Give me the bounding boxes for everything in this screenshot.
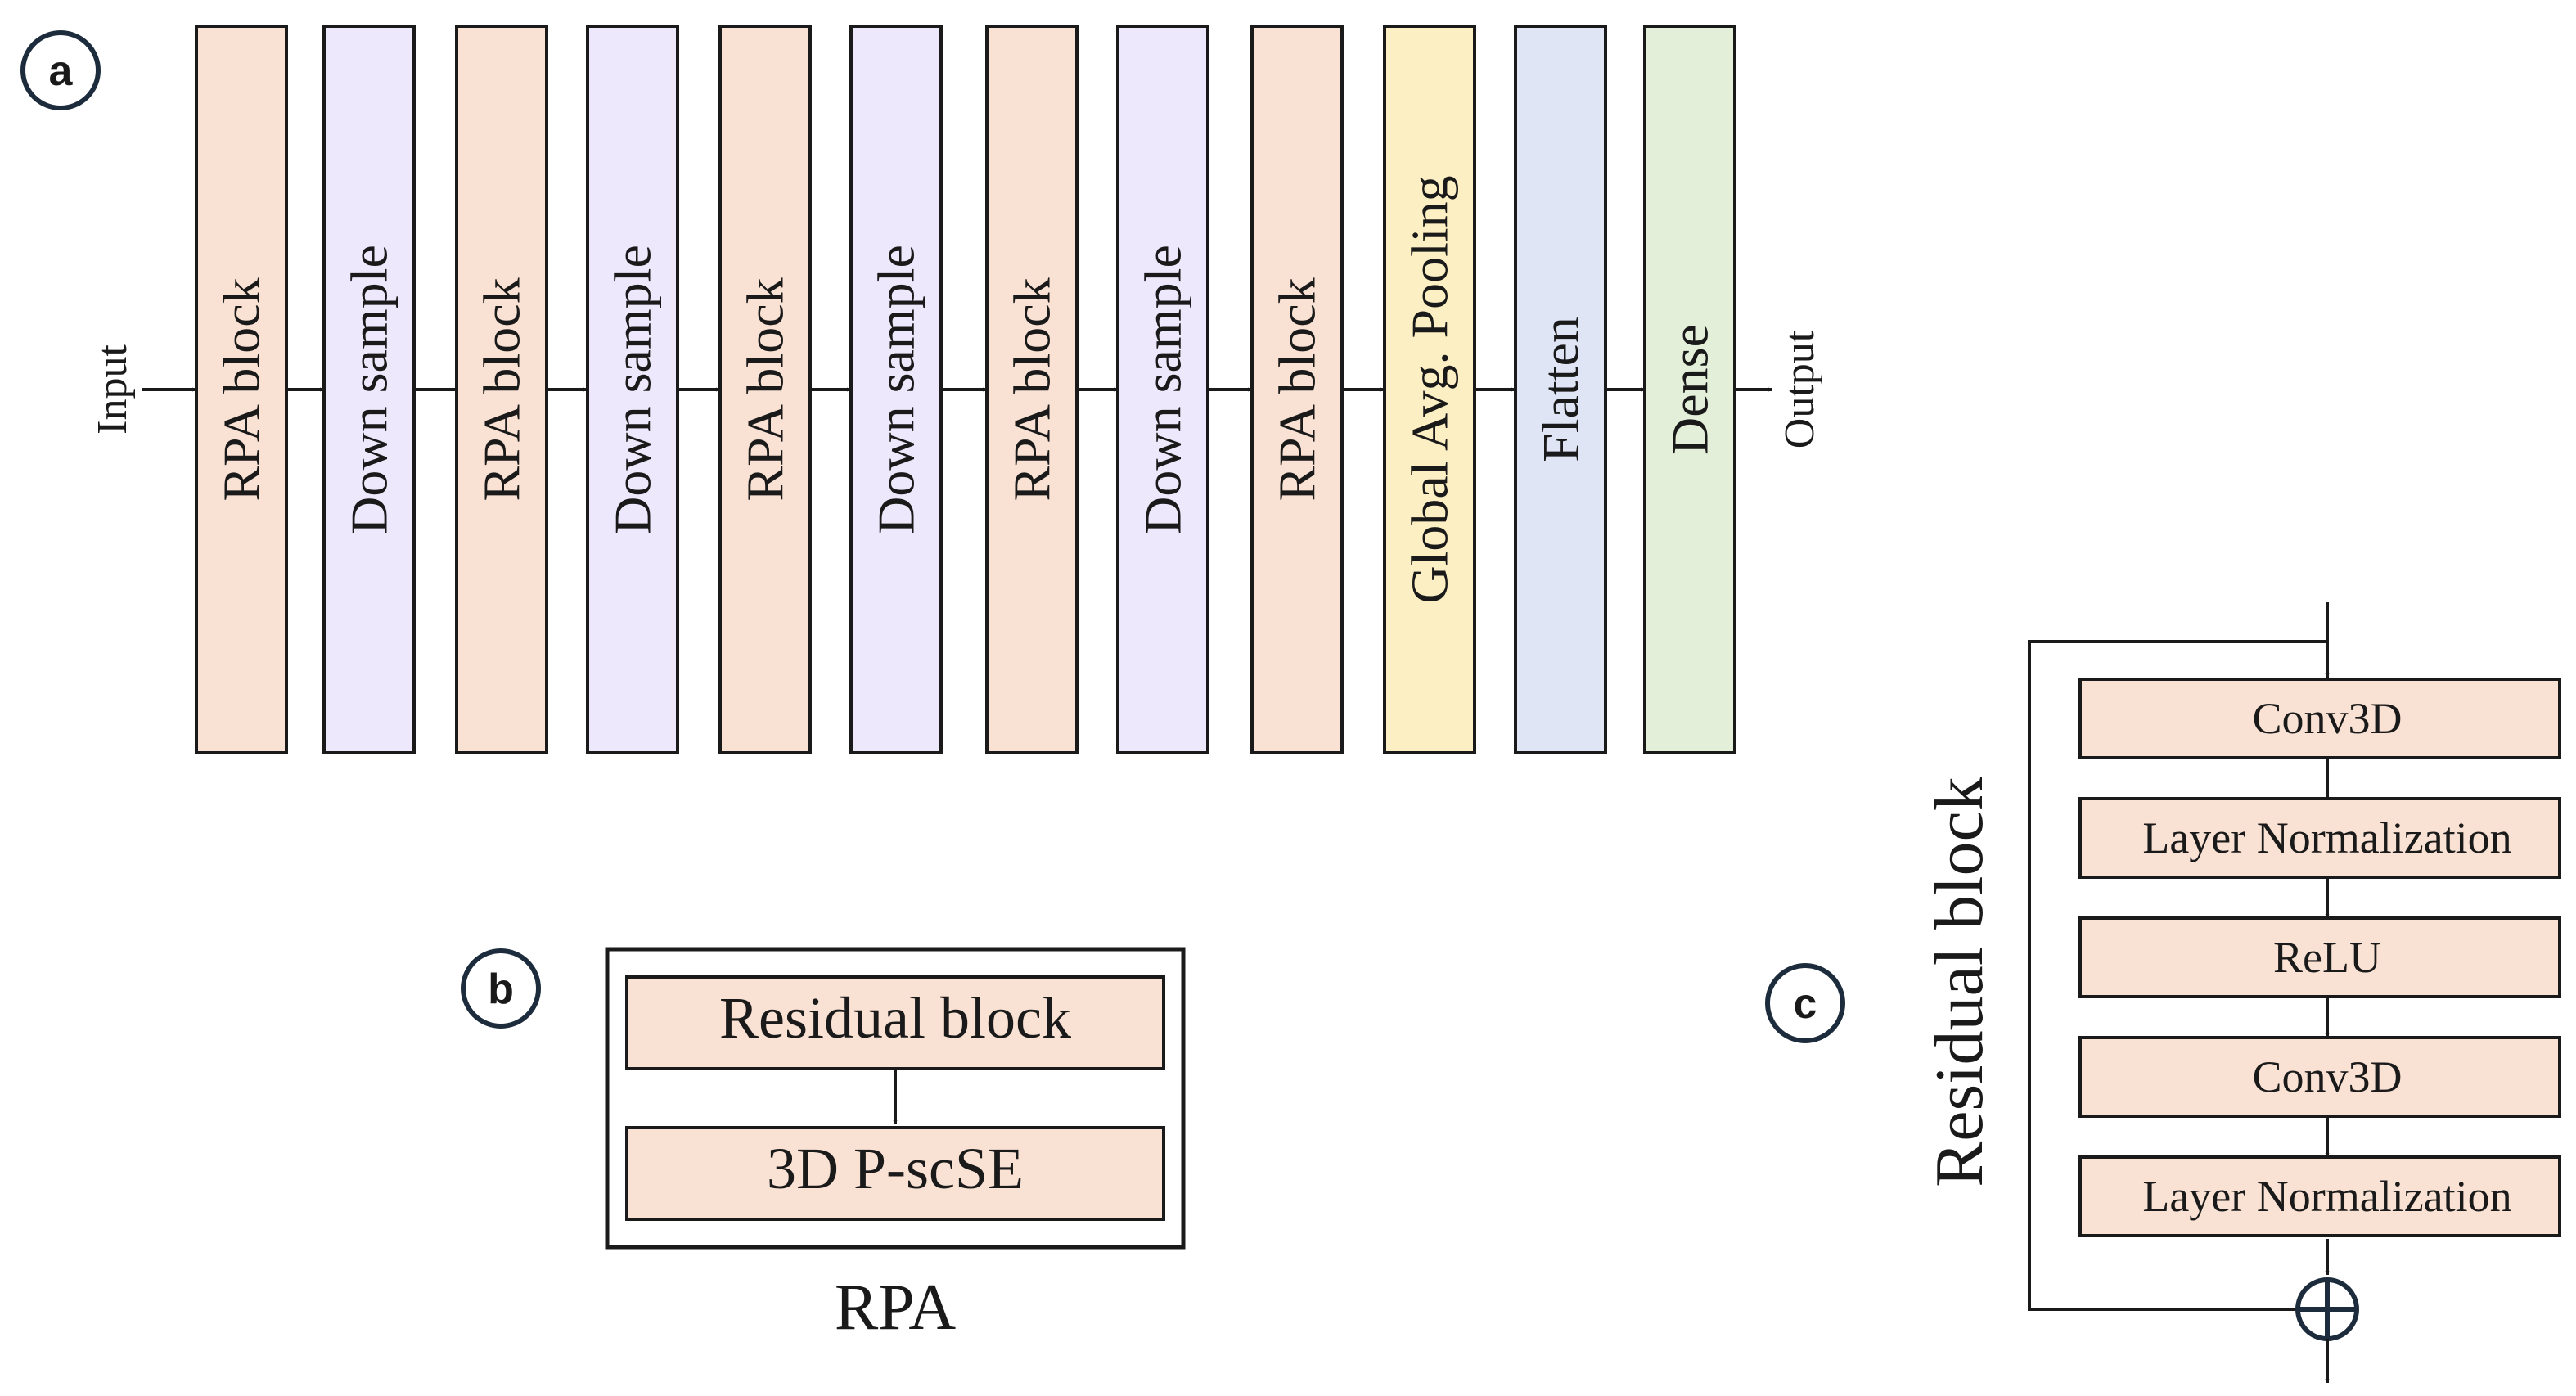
- pipeline-block-3: RPA block: [455, 25, 548, 754]
- down-sample-label: Down sample: [340, 245, 399, 534]
- flatten-label: Flatten: [1532, 317, 1590, 462]
- residual-block-label: Residual block: [719, 985, 1071, 1051]
- residual-layer-4: Conv3D: [2078, 1036, 2561, 1118]
- layer-normalization-label: Layer Normalization: [2142, 813, 2511, 862]
- pipeline-block-1: RPA block: [195, 25, 288, 754]
- pipeline-block-8: Down sample: [1116, 25, 1209, 754]
- down-sample-box: [322, 25, 416, 754]
- pipeline-block-10: Global Avg. Pooling: [1383, 25, 1476, 754]
- panel-a-blocks: RPA block Down sample RPA block Down sample…: [195, 25, 1736, 754]
- global-avg-pooling-box: [1383, 25, 1476, 754]
- panel-c: c Residual block Conv3D Layer Normalizati…: [1765, 602, 2561, 1383]
- p-scse-box: [625, 1126, 1165, 1221]
- dense-box: [1643, 25, 1736, 754]
- panel-c-label: c: [1765, 963, 1845, 1043]
- conv3d-box: [2078, 678, 2561, 759]
- down-sample-box: [586, 25, 679, 754]
- pipeline-block-2: Down sample: [322, 25, 416, 754]
- residual-layer-3: ReLU: [2078, 916, 2561, 998]
- rpa-block-label: RPA block: [1268, 277, 1326, 501]
- conv3d-box: [2078, 1036, 2561, 1118]
- rpa-block-box: [1250, 25, 1344, 754]
- rpa-block-label: RPA block: [1003, 277, 1061, 501]
- down-sample-label: Down sample: [604, 245, 662, 534]
- rpa-block-label: RPA block: [473, 277, 531, 501]
- layer-normalization-box: [2078, 1155, 2561, 1237]
- rpa-block-box: [985, 25, 1079, 754]
- pipeline-block-11: Flatten: [1514, 25, 1607, 754]
- add-operator-icon: [2295, 1277, 2359, 1341]
- dense-label: Dense: [1661, 324, 1719, 455]
- panel-b-label: b: [461, 948, 541, 1029]
- residual-block-title: Residual block: [1921, 777, 1997, 1187]
- rpa-caption: RPA: [835, 1272, 957, 1344]
- rpa-block-box: [195, 25, 288, 754]
- panel-b: b Residual block 3D P-scSE RPA: [461, 947, 1186, 1344]
- output-label: Output: [1777, 330, 1823, 448]
- panel-a-label: a: [20, 30, 101, 110]
- layer-normalization-label: Layer Normalization: [2142, 1172, 2511, 1221]
- pipeline-block-7: RPA block: [985, 25, 1079, 754]
- residual-layer-5: Layer Normalization: [2078, 1155, 2561, 1237]
- input-label: Input: [89, 344, 136, 435]
- relu-label: ReLU: [2273, 933, 2381, 982]
- down-sample-label: Down sample: [1134, 245, 1192, 534]
- pipeline-block-9: RPA block: [1250, 25, 1344, 754]
- down-sample-box: [1116, 25, 1209, 754]
- pipeline-block-6: Down sample: [849, 25, 943, 754]
- residual-block-box: [625, 975, 1165, 1070]
- residual-layer-1: Conv3D: [2078, 678, 2561, 759]
- global-avg-pooling-label: Global Avg. Pooling: [1401, 175, 1459, 603]
- panel-c-letter: c: [1794, 980, 1817, 1028]
- panel-a-letter: a: [49, 47, 74, 95]
- residual-layer-2: Layer Normalization: [2078, 797, 2561, 879]
- conv3d-label: Conv3D: [2252, 694, 2402, 743]
- rpa-block-label: RPA block: [736, 277, 795, 501]
- flatten-box: [1514, 25, 1607, 754]
- p-scse-label: 3D P-scSE: [767, 1136, 1024, 1201]
- layer-normalization-box: [2078, 797, 2561, 879]
- pipeline-block-12: Dense: [1643, 25, 1736, 754]
- pipeline-block-4: Down sample: [586, 25, 679, 754]
- pipeline-block-5: RPA block: [718, 25, 812, 754]
- panel-b-letter: b: [488, 966, 514, 1013]
- panel-a: a Input RPA block Down sample RPA block Dow…: [20, 25, 1823, 754]
- down-sample-box: [849, 25, 943, 754]
- rpa-block-label: RPA block: [213, 277, 271, 501]
- relu-box: [2078, 916, 2561, 998]
- skip-connection: [2028, 602, 2329, 1311]
- down-sample-label: Down sample: [867, 245, 925, 534]
- conv3d-label: Conv3D: [2252, 1052, 2402, 1101]
